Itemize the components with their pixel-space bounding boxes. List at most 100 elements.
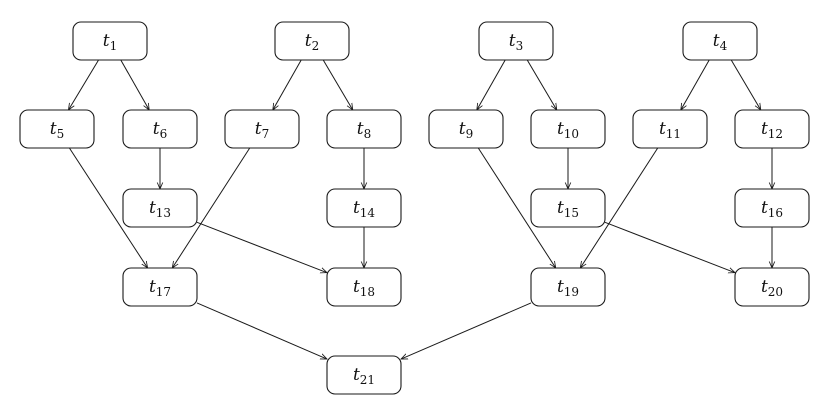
node-box bbox=[734, 109, 810, 149]
node-t21: t21 bbox=[326, 355, 402, 395]
node-label-base: t bbox=[149, 198, 156, 218]
node-box bbox=[682, 21, 758, 61]
node-label-base: t bbox=[153, 119, 160, 139]
node-label-base: t bbox=[50, 119, 57, 139]
node-label-base: t bbox=[761, 198, 768, 218]
node-t2: t2 bbox=[274, 21, 350, 61]
node-label-base: t bbox=[557, 198, 564, 218]
node-label: t20 bbox=[761, 277, 783, 299]
node-label: t9 bbox=[459, 119, 473, 141]
edge-t5-t17 bbox=[68, 147, 147, 268]
node-label-base: t bbox=[353, 277, 360, 297]
node-box bbox=[326, 109, 402, 149]
node-label-base: t bbox=[305, 31, 312, 51]
node-t15: t15 bbox=[530, 188, 606, 228]
node-label-base: t bbox=[761, 119, 768, 139]
node-box bbox=[19, 109, 95, 149]
node-label-base: t bbox=[255, 119, 262, 139]
node-t9: t9 bbox=[428, 109, 504, 149]
node-label-base: t bbox=[149, 277, 156, 297]
node-box bbox=[274, 21, 350, 61]
node-t18: t18 bbox=[326, 267, 402, 307]
node-box bbox=[326, 188, 402, 228]
node-t12: t12 bbox=[734, 109, 810, 149]
node-box bbox=[734, 267, 810, 307]
edge-t13-t18 bbox=[196, 221, 327, 272]
node-label: t16 bbox=[761, 198, 783, 220]
edge-t15-t20 bbox=[604, 221, 735, 272]
node-label-base: t bbox=[713, 31, 720, 51]
edge-t4-t12 bbox=[730, 59, 761, 110]
node-label: t3 bbox=[509, 31, 523, 53]
node-box bbox=[734, 188, 810, 228]
node-t11: t11 bbox=[632, 109, 708, 149]
node-label: t14 bbox=[353, 198, 375, 220]
node-label-base: t bbox=[557, 277, 564, 297]
node-box bbox=[122, 267, 198, 307]
edge-t17-t21 bbox=[196, 302, 327, 360]
node-box bbox=[326, 355, 402, 395]
node-box bbox=[122, 109, 198, 149]
node-label-subscript: 9 bbox=[466, 127, 474, 141]
node-label-subscript: 13 bbox=[156, 206, 171, 220]
node-label-base: t bbox=[103, 31, 110, 51]
node-t17: t17 bbox=[122, 267, 198, 307]
node-label-base: t bbox=[459, 119, 466, 139]
node-box bbox=[122, 188, 198, 228]
node-label-base: t bbox=[357, 119, 364, 139]
edge-t2-t7 bbox=[273, 59, 302, 110]
node-label: t5 bbox=[50, 119, 64, 141]
node-label-base: t bbox=[659, 119, 666, 139]
node-label: t15 bbox=[557, 198, 579, 220]
edge-t3-t10 bbox=[526, 59, 557, 110]
node-box bbox=[72, 21, 148, 61]
node-t10: t10 bbox=[530, 109, 606, 149]
node-label: t2 bbox=[305, 31, 319, 53]
node-label-subscript: 15 bbox=[564, 206, 579, 220]
node-label: t17 bbox=[149, 277, 171, 299]
edge-t19-t21 bbox=[401, 302, 532, 360]
node-label-subscript: 14 bbox=[360, 206, 376, 220]
node-label: t10 bbox=[557, 119, 579, 141]
node-label-base: t bbox=[353, 365, 360, 385]
node-label: t11 bbox=[659, 119, 681, 141]
node-label-subscript: 10 bbox=[564, 127, 579, 141]
node-label: t12 bbox=[761, 119, 783, 141]
node-label-subscript: 20 bbox=[768, 285, 783, 299]
node-box bbox=[326, 267, 402, 307]
node-box bbox=[530, 267, 606, 307]
node-box bbox=[530, 109, 606, 149]
node-label-subscript: 1 bbox=[110, 39, 118, 53]
node-label: t8 bbox=[357, 119, 371, 141]
node-t16: t16 bbox=[734, 188, 810, 228]
node-label: t18 bbox=[353, 277, 375, 299]
node-t7: t7 bbox=[224, 109, 300, 149]
node-t13: t13 bbox=[122, 188, 198, 228]
edge-t4-t11 bbox=[681, 59, 710, 110]
node-t19: t19 bbox=[530, 267, 606, 307]
node-label-subscript: 11 bbox=[666, 127, 681, 141]
node-label-subscript: 8 bbox=[364, 127, 372, 141]
node-t6: t6 bbox=[122, 109, 198, 149]
node-label: t6 bbox=[153, 119, 167, 141]
node-label: t4 bbox=[713, 31, 728, 53]
node-label-subscript: 5 bbox=[57, 127, 65, 141]
edge-t3-t9 bbox=[477, 59, 506, 110]
node-label-subscript: 6 bbox=[160, 127, 168, 141]
edge-t11-t19 bbox=[580, 147, 659, 268]
node-label-subscript: 2 bbox=[312, 39, 320, 53]
node-label-subscript: 16 bbox=[768, 206, 783, 220]
node-label-subscript: 12 bbox=[768, 127, 783, 141]
node-t20: t20 bbox=[734, 267, 810, 307]
node-t3: t3 bbox=[478, 21, 554, 61]
node-t4: t4 bbox=[682, 21, 758, 61]
node-label-base: t bbox=[761, 277, 768, 297]
node-label: t7 bbox=[255, 119, 269, 141]
node-box bbox=[428, 109, 504, 149]
node-label-base: t bbox=[557, 119, 564, 139]
node-t8: t8 bbox=[326, 109, 402, 149]
edges bbox=[68, 59, 772, 360]
node-box bbox=[224, 109, 300, 149]
node-label: t1 bbox=[103, 31, 117, 53]
